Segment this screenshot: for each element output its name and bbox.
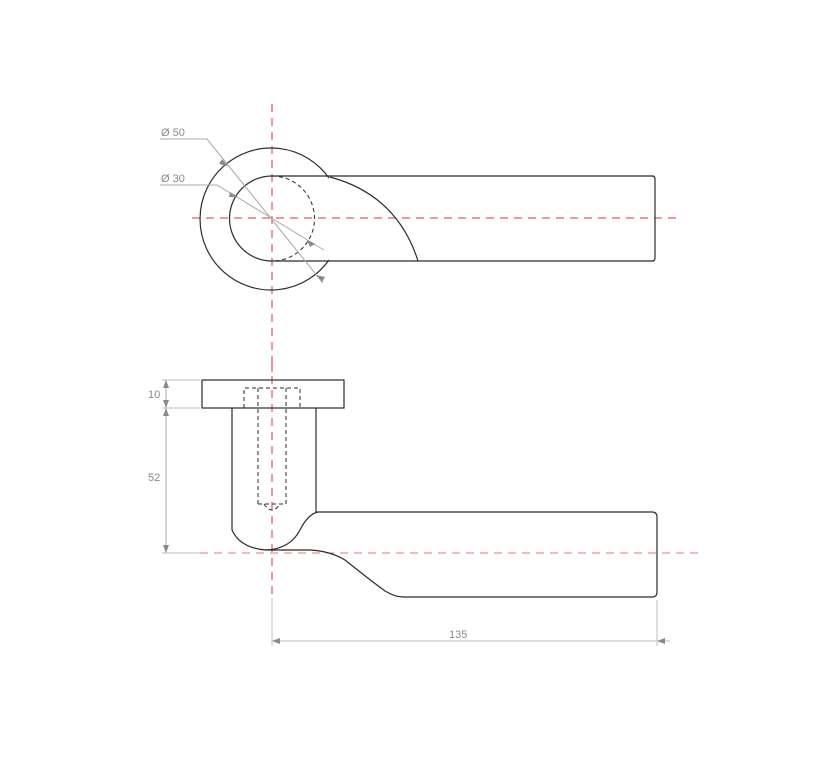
dimension-label-52: 52 — [148, 472, 160, 484]
arrow-135-left — [272, 638, 280, 644]
arrow-d50-bottom — [316, 275, 325, 282]
dimension-label-d30: Ø 30 — [161, 173, 185, 185]
arrow-135-right — [657, 638, 665, 644]
side-view: 10 52 135 — [148, 362, 698, 646]
lever-underside-curve — [266, 549, 404, 598]
dimension-leader-d50 — [160, 138, 324, 284]
arrow-d30-top — [229, 192, 238, 197]
lever-end-side — [651, 511, 658, 598]
top-view: Ø 50 Ø 30 — [160, 104, 682, 372]
screw-head-hidden — [243, 387, 301, 408]
neck-bottom-curve — [231, 511, 319, 551]
dimension-label-10: 10 — [148, 389, 160, 401]
lever-sweep-curve — [329, 176, 419, 262]
rose-inner-hidden-arc — [271, 175, 315, 262]
lever-end — [651, 175, 656, 262]
dimension-label-135: 135 — [449, 629, 467, 641]
arrow-52-bottom — [163, 545, 169, 553]
arrow-d50-top — [219, 159, 228, 166]
screw-tip-hidden — [258, 503, 286, 511]
dimension-leader-d30 — [160, 184, 325, 251]
arrow-d30-bottom — [307, 240, 315, 247]
rose-plate — [201, 379, 345, 409]
arrow-52-top — [163, 408, 169, 416]
arrow-10-top — [163, 380, 169, 388]
rose-inner-arc — [228, 175, 273, 262]
rose-outer-circle — [199, 147, 330, 291]
arrow-10-bottom — [163, 400, 169, 408]
dimension-label-d50: Ø 50 — [161, 127, 185, 139]
